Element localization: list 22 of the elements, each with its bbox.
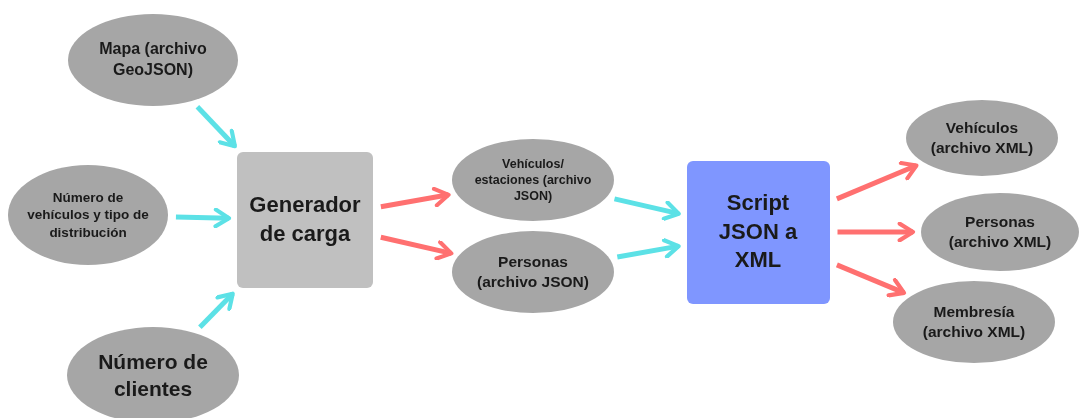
node-label: Número de clientes — [97, 348, 209, 402]
node-label: Generador de carga — [248, 191, 362, 248]
process-box — [686, 160, 830, 304]
arrow — [195, 105, 237, 149]
arrow — [380, 186, 451, 210]
node-label: Vehículos/ estaciones (archivo JSON) — [473, 155, 593, 205]
arrow — [835, 160, 919, 202]
node-label: Script JSON a XML — [717, 189, 799, 275]
node-label: Vehículos (archivo XML) — [929, 117, 1035, 158]
arrow — [837, 221, 916, 243]
node-label: Mapa (archivo GeoJSON) — [98, 39, 208, 80]
arrow — [380, 234, 454, 261]
arrow — [835, 262, 907, 298]
node-label: Membresía (archivo XML) — [921, 301, 1027, 342]
node-label: Personas (archivo JSON) — [476, 251, 590, 292]
node-label: Número de vehículos y tipo de distribución — [26, 188, 150, 242]
arrow — [616, 238, 681, 260]
node-label: Personas (archivo XML) — [947, 211, 1053, 252]
arrow — [613, 196, 681, 221]
arrow — [198, 291, 235, 329]
arrow — [175, 207, 232, 229]
process-box — [237, 152, 373, 288]
